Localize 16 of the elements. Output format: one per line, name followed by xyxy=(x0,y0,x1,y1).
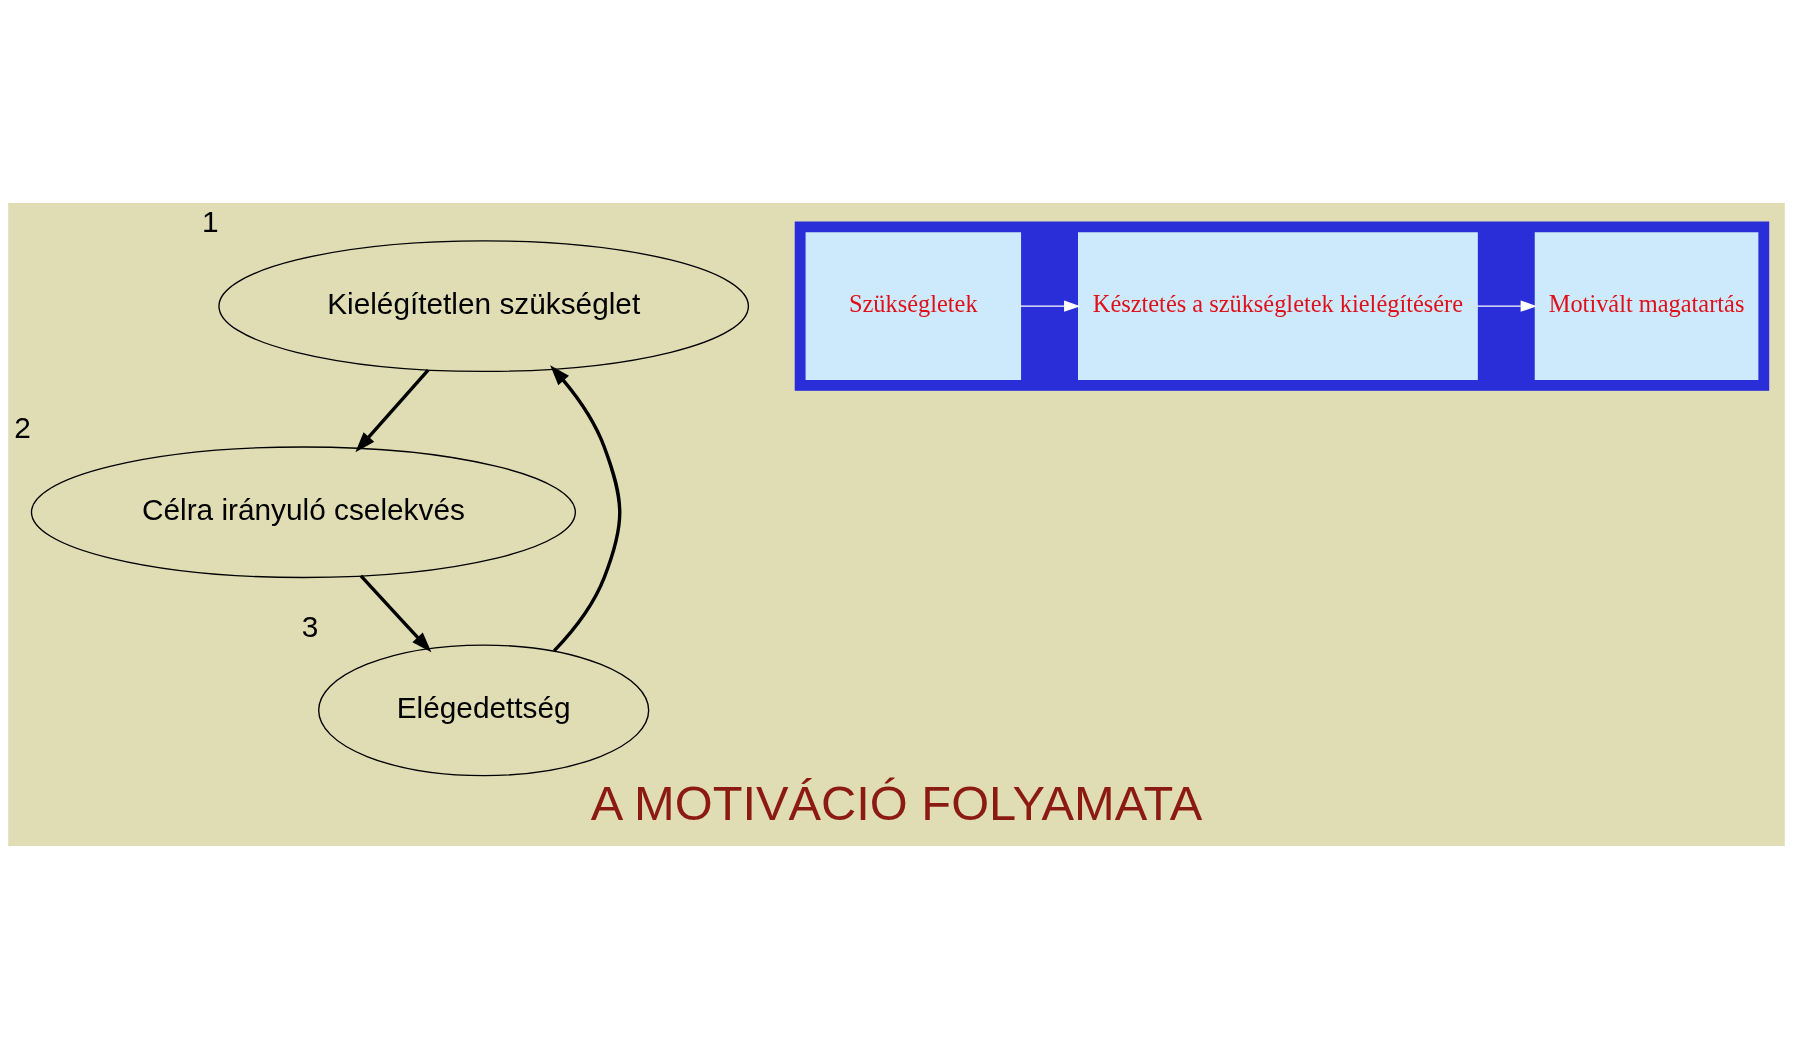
node-label: 1 xyxy=(202,204,219,238)
arrow xyxy=(550,364,622,652)
node-label: 2 xyxy=(14,410,31,444)
node-box: Szükségletek xyxy=(805,231,1022,380)
diagram-title: A MOTIVÁCIÓ FOLYAMATA xyxy=(590,775,1203,830)
cluster xyxy=(794,220,1770,391)
node-box: Motivált magatartás xyxy=(1534,231,1759,380)
node-label: 3 xyxy=(301,609,319,643)
node-ellipse: Kielégítetlen szükséglet xyxy=(218,239,750,372)
node-box: Késztetés a szükségletek kielégítésére xyxy=(1078,231,1478,380)
node-ellipse: Elégedettség xyxy=(318,643,650,776)
arrow xyxy=(1476,299,1537,312)
arrow xyxy=(359,574,432,652)
arrow xyxy=(355,368,430,452)
arrow xyxy=(1019,299,1081,312)
node-ellipse: Célra irányuló cselekvés xyxy=(30,445,577,578)
